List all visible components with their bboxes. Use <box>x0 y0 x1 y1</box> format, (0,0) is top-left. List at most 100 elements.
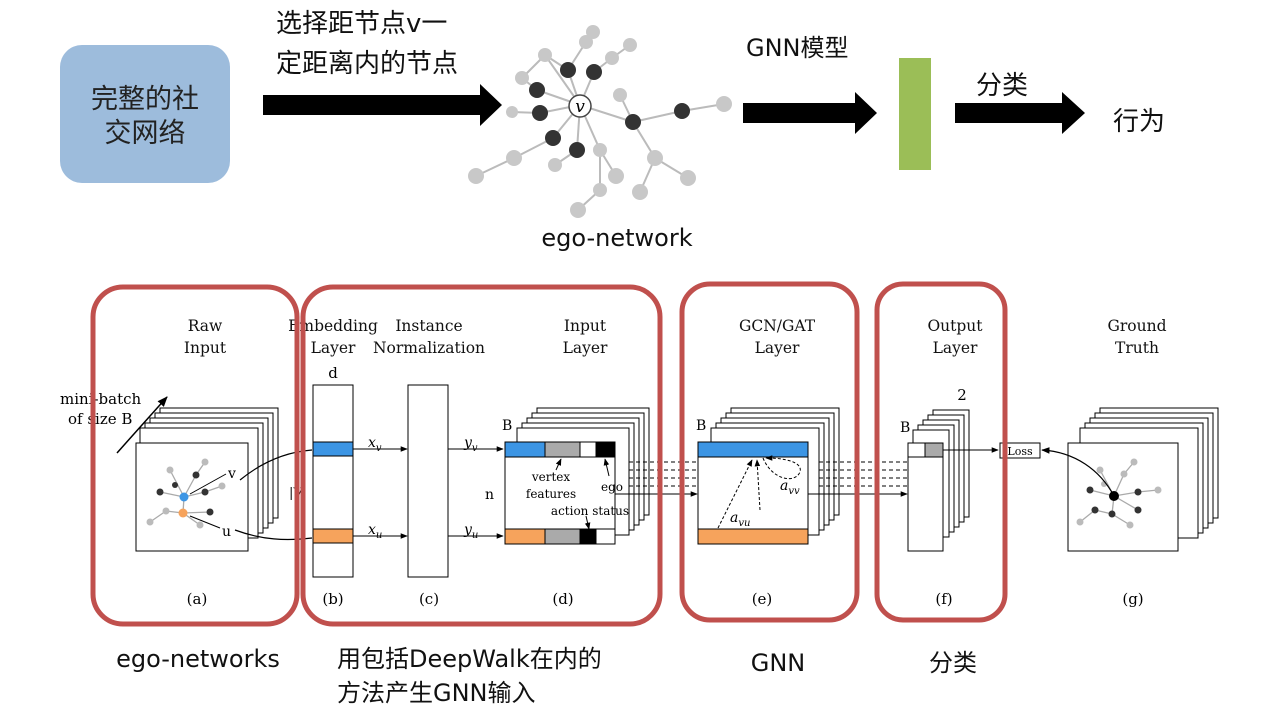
tag-d: (d) <box>552 590 573 608</box>
ego-center-node <box>568 94 592 118</box>
frame-input-generation <box>300 284 663 627</box>
node-u-dot <box>178 508 188 518</box>
select-nodes-arrow <box>263 84 502 126</box>
header-gcn-gat-2: Layer <box>755 339 800 357</box>
caption-deepwalk-line2: 方法产生GNN输入 <box>337 679 536 707</box>
tag-e: (e) <box>752 590 773 608</box>
header-ground-truth-2: Truth <box>1115 339 1159 357</box>
top-flow: 完整的社 交网络 选择距节点v一 定距离内的节点 <box>60 9 1165 252</box>
input-to-gcn-connectors <box>629 461 705 487</box>
minibatch-label-2: of size B <box>68 410 132 428</box>
attention-vu-label: avu <box>730 510 750 529</box>
tag-a: (a) <box>187 590 208 608</box>
header-output-layer-1: Output <box>927 317 983 335</box>
vertex-features-label-1: vertex <box>531 470 571 484</box>
attention-vu-arrow <box>717 459 753 529</box>
caption-deepwalk-line1: 用包括DeepWalk在内的 <box>337 645 602 673</box>
input-row-v-features <box>504 441 546 458</box>
gnn-model-arrow <box>743 92 877 134</box>
select-nodes-label-line2: 定距离内的节点 <box>276 49 458 79</box>
output-row-v-white <box>907 442 926 458</box>
attention-vv-label: avv <box>780 478 800 497</box>
tag-c: (c) <box>419 590 439 608</box>
minibatch-arrow <box>116 396 168 454</box>
input-row-u-extra <box>544 528 581 545</box>
header-instance-norm-2: Normalization <box>373 339 485 357</box>
input-batch-label: B <box>502 418 512 434</box>
raw-input-graph-nodes <box>146 458 226 529</box>
gcn-row-v <box>697 441 809 458</box>
frame-classification <box>874 281 1008 623</box>
output-batch-label: B <box>900 420 910 436</box>
v-to-v-pointer <box>189 473 227 495</box>
minibatch-label-1: mini-batch <box>60 390 142 408</box>
source-network-box <box>60 45 230 183</box>
source-network-label-line1: 完整的社 <box>91 84 199 115</box>
caption-ego-networks: ego-networks <box>116 645 280 673</box>
pipeline: Raw Input Embedding Layer Instance Norma… <box>60 281 1219 627</box>
emb-u-symbol: xu <box>368 522 382 541</box>
norm-v-symbol: yv <box>463 435 478 454</box>
action-status-label: action status <box>551 504 629 518</box>
embedding-row-v <box>312 441 354 457</box>
header-gcn-gat-1: GCN/GAT <box>739 317 816 335</box>
gnn-model-label: GNN模型 <box>746 34 849 62</box>
ground-truth-stack <box>1067 407 1219 552</box>
input-row-v-ego <box>595 441 616 458</box>
caption-classify: 分类 <box>929 649 977 677</box>
select-nodes-label-line1: 选择距节点v一 <box>276 9 447 39</box>
node-v-label: v <box>227 466 236 482</box>
tag-f: (f) <box>935 590 952 608</box>
vertex-features-label-2: features <box>526 487 576 501</box>
input-row-v-status <box>579 441 597 458</box>
gcn-row-u <box>697 528 809 545</box>
ego-network-caption: ego-network <box>541 224 692 252</box>
header-raw-input-1: Raw <box>188 317 223 335</box>
caption-gnn: GNN <box>751 649 806 677</box>
embedding-row-u <box>312 528 354 544</box>
ground-truth-to-loss-arrow <box>1041 447 1115 497</box>
behavior-label: 行为 <box>1113 107 1165 137</box>
frame-ego-networks <box>90 284 300 627</box>
input-row-u-status <box>579 528 597 545</box>
group-frames <box>90 281 1008 627</box>
ego-network-nodes: v <box>468 25 732 218</box>
header-input-layer-2: Layer <box>563 339 608 357</box>
ego-center-node-label: v <box>575 97 585 117</box>
input-row-u-ego <box>595 528 616 545</box>
source-network-label-line2: 交网络 <box>105 118 186 149</box>
gnn-output-bar <box>899 58 931 170</box>
loss-box <box>999 442 1041 459</box>
tag-b: (b) <box>322 590 343 608</box>
feature-dim-n-label: n <box>485 487 494 503</box>
header-raw-input-2: Input <box>184 339 227 357</box>
raw-input-stack <box>135 407 279 552</box>
gcn-to-output-connectors <box>819 461 910 487</box>
embedding-matrix <box>312 384 354 578</box>
classify-label-top: 分类 <box>976 71 1028 101</box>
header-ground-truth-1: Ground <box>1107 317 1166 335</box>
ego-pointer <box>603 458 610 477</box>
header-input-layer-1: Input <box>564 317 607 335</box>
emb-v-symbol: xv <box>368 435 382 454</box>
input-layer-stack <box>504 407 650 545</box>
output-row-v-gray <box>924 442 944 458</box>
ego-flag-label: ego <box>601 480 623 494</box>
gcn-batch-label: B <box>696 418 706 434</box>
header-output-layer-2: Layer <box>933 339 978 357</box>
header-embedding-2: Layer <box>311 339 356 357</box>
column-tags: (a) (b) (c) (d) (e) (f) (g) <box>187 590 1144 608</box>
vertex-features-pointer <box>555 458 562 471</box>
instance-norm-box <box>407 384 449 578</box>
action-status-pointer <box>584 515 591 530</box>
node-u-label: u <box>222 524 231 540</box>
classify-arrow <box>955 92 1085 134</box>
bottom-captions: ego-networks 用包括DeepWalk在内的 方法产生GNN输入 GN… <box>116 645 977 707</box>
embedding-dim-label: d <box>328 364 338 382</box>
header-instance-norm-1: Instance <box>395 317 462 335</box>
u-to-u-pointer <box>189 515 221 529</box>
loss-label: Loss <box>1007 445 1033 458</box>
attention-mid-arrow <box>754 459 761 511</box>
column-headers: Raw Input Embedding Layer Instance Norma… <box>184 317 1167 357</box>
node-v-dot <box>179 492 189 502</box>
